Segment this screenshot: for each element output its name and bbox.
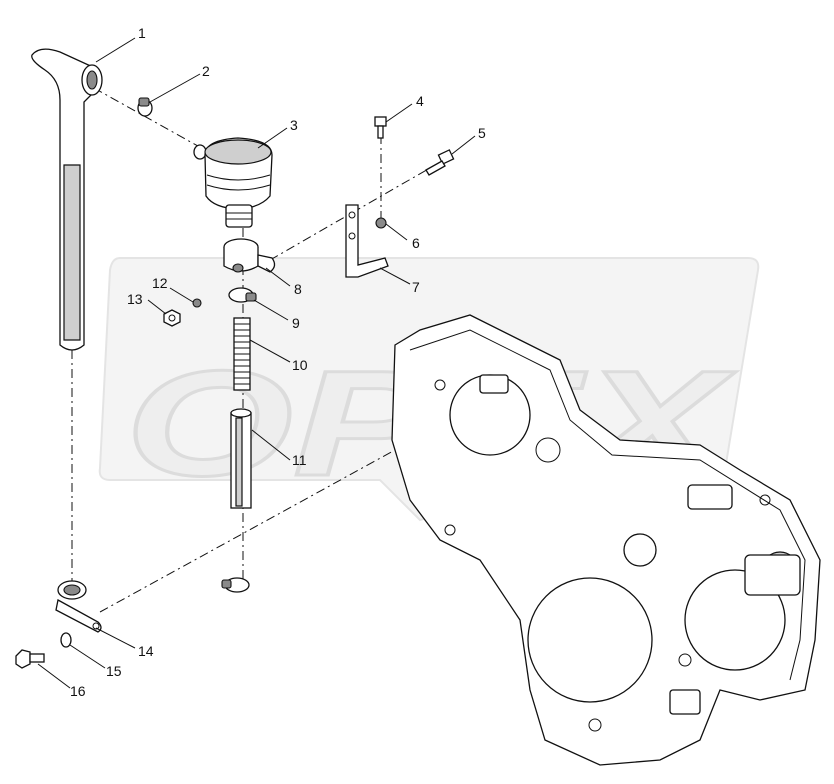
callout-9: 9 <box>292 315 300 331</box>
part-6-washer <box>375 217 387 229</box>
callout-1: 1 <box>138 25 146 41</box>
part-2-hose-clamp-upper <box>137 97 153 117</box>
callout-13: 13 <box>127 291 143 307</box>
gear-housing-bore-center <box>527 577 653 703</box>
part-9-hose-clamp <box>228 287 257 303</box>
callout-10: 10 <box>292 357 308 373</box>
callout-14: 14 <box>138 643 154 659</box>
part-16-bolt-lower <box>15 649 45 669</box>
part-10-corrugated-hose <box>233 317 251 391</box>
gear-housing <box>391 314 821 766</box>
callout-15: 15 <box>106 663 122 679</box>
part-4-bolt-upper <box>374 116 387 139</box>
part-11-tube <box>230 408 252 509</box>
part-1-breather-tube <box>31 48 103 351</box>
leader-lines <box>37 37 476 689</box>
part-12-washer-small <box>192 298 202 308</box>
part-7-angle-bracket <box>345 204 389 278</box>
callout-labels: 1 2 3 4 5 6 7 8 9 10 11 12 13 14 15 16 <box>70 25 486 699</box>
part-15-washer-lower <box>60 632 72 648</box>
callout-11: 11 <box>292 452 307 468</box>
callout-16: 16 <box>70 683 86 699</box>
callout-7: 7 <box>412 279 420 295</box>
callout-12: 12 <box>152 275 168 291</box>
callout-5: 5 <box>478 125 486 141</box>
lower-hose-clamp <box>221 577 250 593</box>
part-14-tube-clamp <box>55 580 102 633</box>
callout-8: 8 <box>294 281 302 297</box>
part-13-nut <box>163 309 181 327</box>
part-5-bolt-side <box>425 149 455 176</box>
part-8-clamp-adapter <box>223 238 276 273</box>
callout-4: 4 <box>416 93 424 109</box>
callout-2: 2 <box>202 63 210 79</box>
part-3-breather-filter <box>193 137 273 228</box>
callout-3: 3 <box>290 117 298 133</box>
callout-6: 6 <box>412 235 420 251</box>
